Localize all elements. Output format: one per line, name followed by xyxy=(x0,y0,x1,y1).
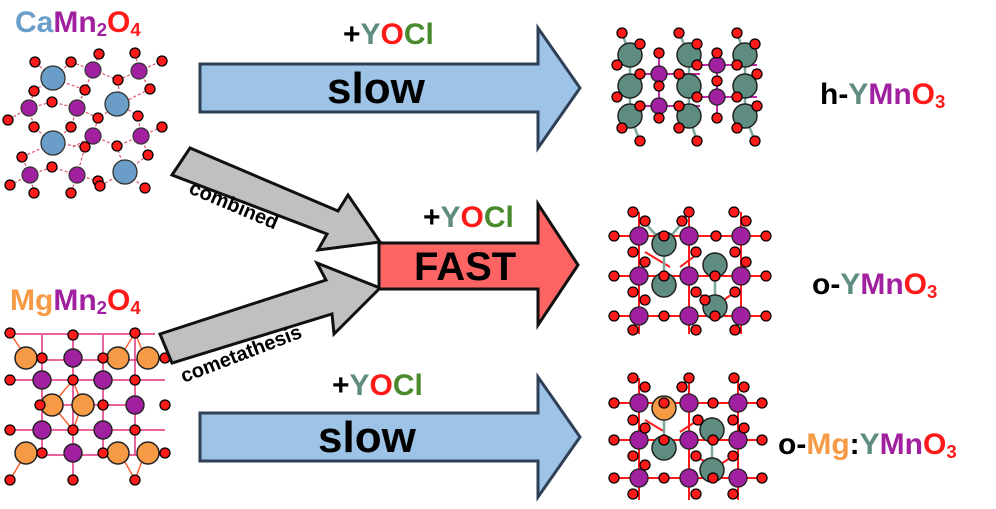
element-y: Y xyxy=(360,18,381,51)
camn2o4-structure-icon xyxy=(2,47,168,199)
element-mn: Mn xyxy=(53,284,97,317)
element-mg: Mg xyxy=(806,428,850,461)
reagent-label-bottom: +YOCl xyxy=(332,371,423,401)
element-mn: Mn xyxy=(868,78,912,111)
element-o: O xyxy=(107,284,131,317)
reagent-label-middle: +YOCl xyxy=(423,203,514,233)
reactant-mgmn2o4-label: MgMn2O4 xyxy=(10,286,141,318)
element-y: Y xyxy=(840,268,861,301)
subscript-o: 3 xyxy=(946,441,957,463)
phase-prefix: h- xyxy=(820,78,849,111)
plus-sign: + xyxy=(332,369,350,402)
fast-label: FAST xyxy=(414,245,517,289)
element-o: O xyxy=(460,201,484,234)
mgmn2o4-structure-icon xyxy=(4,327,171,486)
element-o: O xyxy=(107,6,131,39)
element-o: O xyxy=(903,268,928,301)
element-o: O xyxy=(911,78,936,111)
product-o-mg-ymno3-label: o-Mg:YMnO3 xyxy=(778,430,957,462)
subscript-o: 4 xyxy=(130,19,141,41)
element-o: O xyxy=(380,18,404,51)
slow-label-top: slow xyxy=(327,64,425,113)
reagent-label-top: +YOCl xyxy=(343,20,434,50)
element-ca: Ca xyxy=(15,6,54,39)
slow-arrow-top xyxy=(198,23,582,153)
element-mn: Mn xyxy=(860,268,904,301)
subscript-mn: 2 xyxy=(96,19,108,41)
element-y: Y xyxy=(859,428,880,461)
plus-sign: + xyxy=(423,201,441,234)
product-o-ymno3-label: o-YMnO3 xyxy=(812,270,937,302)
product-h-ymno3-label: h-YMnO3 xyxy=(820,80,945,112)
element-y: Y xyxy=(349,369,370,402)
reactant-camn2o4-label: CaMn2O4 xyxy=(15,8,141,40)
subscript-mn: 2 xyxy=(96,297,107,319)
slow-label-bottom: slow xyxy=(318,413,416,462)
phase-prefix: o- xyxy=(812,268,841,301)
subscript-o: 4 xyxy=(130,297,141,319)
element-y: Y xyxy=(440,201,461,234)
o-ymno3-structure-icon xyxy=(608,206,772,336)
element-mg: Mg xyxy=(10,284,54,317)
element-cl: Cl xyxy=(392,369,423,402)
subscript-o: 3 xyxy=(927,281,938,303)
element-mn: Mn xyxy=(879,428,923,461)
element-cl: Cl xyxy=(403,18,434,51)
element-cl: Cl xyxy=(483,201,514,234)
colon-separator: : xyxy=(849,428,860,461)
fast-arrow xyxy=(377,198,580,330)
phase-prefix: o- xyxy=(778,428,807,461)
element-mn: Mn xyxy=(53,6,97,39)
cometathesis-arrow xyxy=(157,260,383,365)
element-o: O xyxy=(369,369,393,402)
element-y: Y xyxy=(848,78,869,111)
subscript-o: 3 xyxy=(935,91,946,113)
combined-arrow xyxy=(169,146,383,252)
element-o: O xyxy=(923,428,947,461)
o-mg-ymno3-structure-icon xyxy=(608,372,768,500)
h-ymno3-structure-icon xyxy=(611,27,763,147)
slow-arrow-bottom xyxy=(198,372,582,502)
plus-sign: + xyxy=(343,18,361,51)
